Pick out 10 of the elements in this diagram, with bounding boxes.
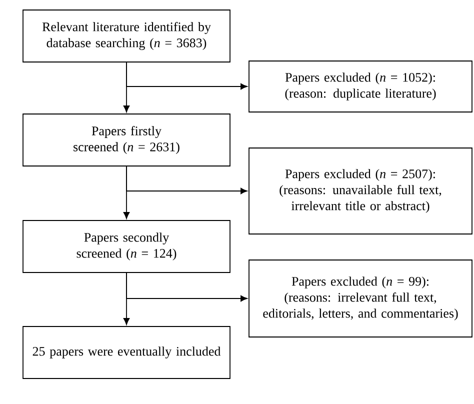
- process-box: Papers firstly screened (n = 2631): [22, 114, 230, 166]
- exclusion-box: Papers excluded (n = 99): (reasons: irrelevant full text, editorials, letters, and commentaries): [248, 260, 472, 338]
- arrow: [126, 62, 248, 90]
- exclusion-box: Papers excluded (n = 2507): (reasons: unavailable full text, irrelevant title or abstract): [248, 148, 472, 234]
- process-box: 25 papers were eventually included: [22, 326, 230, 379]
- arrow: [126, 166, 248, 194]
- exclusion-box: Papers excluded (n = 1052): (reason: duplicate literature): [248, 60, 472, 112]
- process-box: Papers secondly screened (n = 124): [22, 220, 230, 273]
- process-box: Relevant literature identified by database searching (n = 3683): [22, 10, 230, 62]
- arrow: [126, 272, 248, 302]
